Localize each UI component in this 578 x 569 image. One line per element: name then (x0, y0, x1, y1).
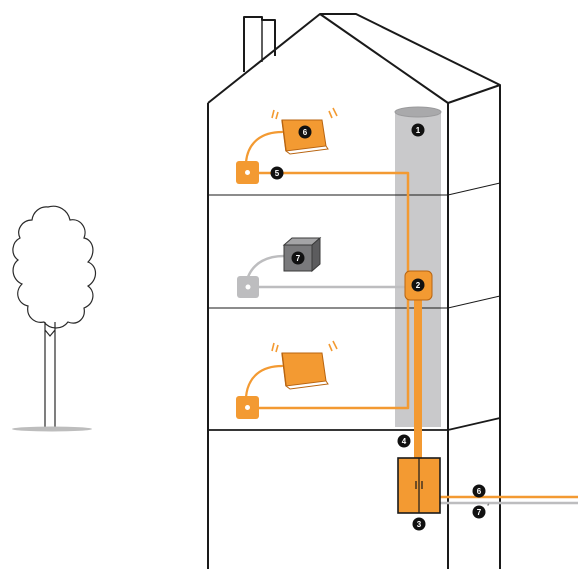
tree-trunk (44, 322, 56, 428)
outgoing-lines (440, 495, 578, 505)
floor-line-2 (208, 295, 501, 309)
wall-socket-hole (245, 170, 250, 175)
marker-6-router-label: 6 (303, 128, 308, 137)
marker-5-label: 5 (275, 169, 280, 178)
wifi-waves-left (271, 109, 279, 120)
marker-2: 2 (411, 278, 425, 292)
marker-4: 4 (397, 434, 411, 448)
wifi-waves-right (328, 107, 338, 119)
marker-6-outgoing-label: 6 (477, 487, 482, 496)
marker-7-outgoing-label: 7 (477, 508, 482, 517)
tv-box-icon (282, 236, 322, 273)
marker-3-label: 3 (417, 520, 422, 529)
number-markers: 1 2 3 4 5 6 7 6 (270, 123, 490, 531)
tree-ground-shadow (12, 426, 92, 432)
fiber-cable-bottom-floor (256, 297, 410, 410)
bottom-floor-equipment (236, 340, 338, 419)
tree-crown (12, 205, 97, 329)
marker-5: 5 (270, 166, 284, 180)
wifi-waves-left (271, 342, 279, 353)
marker-3: 3 (412, 517, 426, 531)
wall-socket-hole (245, 405, 250, 410)
marker-7-outgoing: 7 * (472, 504, 490, 519)
house-side-fill (448, 85, 500, 569)
wall-socket-hole (245, 284, 251, 290)
marker-1-label: 1 (416, 126, 421, 135)
router-cable-bottom (244, 364, 284, 399)
gray-cable-to-box (246, 254, 285, 278)
router-fold (281, 352, 287, 387)
marker-1: 1 (411, 123, 425, 137)
router-body (281, 352, 327, 387)
marker-4-label: 4 (402, 437, 407, 446)
wifi-waves-right (328, 340, 338, 352)
marker-6-router: 6 (298, 125, 312, 139)
router-cable-top (244, 130, 284, 164)
floor-line-basement (208, 417, 501, 431)
riser-top-opening (395, 107, 441, 117)
marker-7-box: 7 (291, 251, 305, 265)
top-floor-equipment (236, 107, 338, 184)
floor-lines (208, 182, 501, 431)
marker-2-label: 2 (416, 281, 421, 290)
tree-icon (12, 205, 97, 432)
chimney (243, 16, 276, 72)
fiber-cable-top-floor (256, 171, 410, 276)
router-icon (271, 340, 338, 390)
marker-7-box-label: 7 (296, 254, 301, 263)
router-base (285, 380, 329, 390)
router-base (285, 145, 329, 155)
router-fold (281, 119, 287, 152)
basement-cabinet (397, 457, 441, 514)
floor-line-1 (208, 182, 501, 196)
marker-7-superscript: * (487, 504, 490, 510)
house-outline (207, 13, 501, 569)
tv-box-side (311, 236, 321, 273)
orange-cables (244, 130, 422, 462)
riser-top-rim (394, 106, 442, 118)
marker-6-outgoing: 6 (472, 484, 486, 498)
cabinet-handles (415, 481, 423, 489)
gray-connection-middle (237, 236, 407, 298)
